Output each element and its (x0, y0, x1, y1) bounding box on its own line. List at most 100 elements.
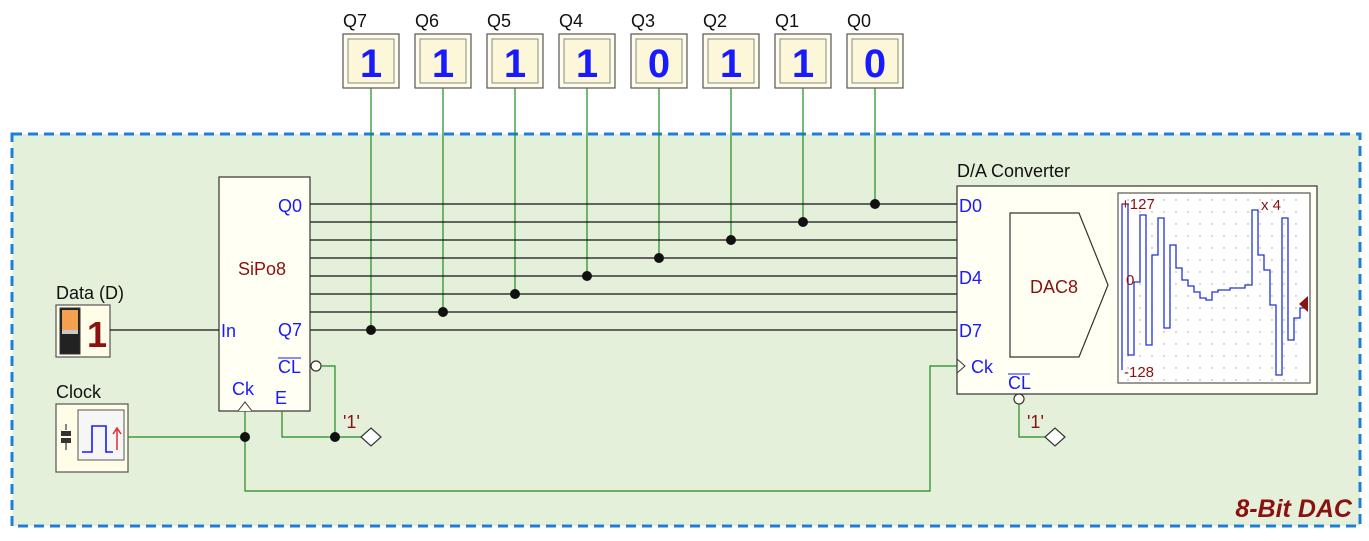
scope-grid-dot (1223, 331, 1225, 333)
circuit-title: 8-Bit DAC (1235, 495, 1353, 523)
scope-grid-dot (1283, 367, 1285, 369)
scope-grid-dot (1151, 247, 1153, 249)
scope-grid-dot (1295, 343, 1297, 345)
scope-grid-dot (1223, 211, 1225, 213)
display-label-q1: Q1 (775, 11, 799, 31)
clock-wave-icon (82, 425, 113, 453)
scope-grid-dot (1223, 199, 1225, 201)
scope-label-scale: x 4 (1261, 197, 1281, 214)
clock-source[interactable] (55, 403, 129, 473)
scope-label-bottom: -128 (1124, 364, 1154, 381)
scope-grid-dot (1163, 199, 1165, 201)
scope-grid-dot (1199, 307, 1201, 309)
display-value-q1: 1 (792, 42, 814, 86)
scope-grid-dot (1235, 319, 1237, 321)
scope-grid-dot (1187, 295, 1189, 297)
scope-grid-dot (1163, 355, 1165, 357)
scope-grid-dot (1175, 379, 1177, 381)
dac-converter[interactable]: D0 D4 D7 Ck CL DAC8 +127 0 -128 x 4 (956, 185, 1318, 405)
scope-grid-dot (1283, 295, 1285, 297)
dac-title: D/A Converter (957, 161, 1070, 181)
scope-grid-dot (1139, 211, 1141, 213)
scope-grid-dot (1295, 235, 1297, 237)
scope-grid-dot (1175, 307, 1177, 309)
scope-grid-dot (1235, 211, 1237, 213)
scope-grid-dot (1235, 343, 1237, 345)
scope-grid-dot (1283, 283, 1285, 285)
display-value-q0: 0 (864, 42, 886, 86)
shift-register[interactable]: SiPo8 Q0 Q7 In CL Ck E (218, 176, 322, 412)
scope-grid-dot (1235, 235, 1237, 237)
scope-grid-dot (1187, 223, 1189, 225)
scope-grid-dot (1283, 199, 1285, 201)
crystal-icon (61, 424, 71, 450)
scope-grid-dot (1235, 247, 1237, 249)
scope-grid-dot (1199, 235, 1201, 237)
scope-grid-dot (1235, 331, 1237, 333)
scope-grid (1127, 199, 1297, 381)
data-input-switch[interactable]: 1 (55, 304, 111, 358)
scope-grid-dot (1259, 247, 1261, 249)
scope-grid-dot (1235, 295, 1237, 297)
scope-grid-dot (1259, 343, 1261, 345)
scope-grid-dot (1223, 271, 1225, 273)
display-q1: 1 (774, 33, 832, 89)
scope-grid-dot (1163, 331, 1165, 333)
scope-grid-dot (1247, 247, 1249, 249)
scope-grid-dot (1223, 247, 1225, 249)
display-label-q4: Q4 (559, 11, 583, 31)
register-control-wires (281, 365, 361, 442)
scope-grid-dot (1235, 307, 1237, 309)
scope-grid-dot (1235, 199, 1237, 201)
scope-grid-dot (1187, 307, 1189, 309)
scope-grid-dot (1223, 379, 1225, 381)
const-one-register-label: '1' (343, 412, 360, 432)
scope-grid-dot (1259, 319, 1261, 321)
scope-grid-dot (1247, 271, 1249, 273)
scope-grid-dot (1259, 211, 1261, 213)
display-label-q3: Q3 (631, 11, 655, 31)
scope-grid-dot (1271, 295, 1273, 297)
clock-wires (128, 365, 957, 492)
junction-dots (366, 199, 880, 335)
scope-grid-dot (1223, 367, 1225, 369)
scope-grid-dot (1283, 355, 1285, 357)
scope-grid-dot (1235, 283, 1237, 285)
scope-grid-dot (1211, 199, 1213, 201)
parallel-bus (310, 203, 957, 331)
scope-grid-dot (1259, 283, 1261, 285)
scope-grid-dot (1139, 319, 1141, 321)
scope-grid-dot (1247, 295, 1249, 297)
display-boxes: 1 1 1 1 0 1 1 0 (342, 33, 904, 89)
data-input-label: Data (D) (56, 283, 124, 303)
pin-q0: Q0 (278, 196, 302, 216)
scope-grid-dot (1247, 379, 1249, 381)
display-wires (370, 88, 876, 330)
scope-grid-dot (1295, 247, 1297, 249)
scope-grid-dot (1151, 199, 1153, 201)
dac-pin-d4: D4 (959, 268, 982, 288)
scope-grid-dot (1259, 379, 1261, 381)
scope-grid-dot (1211, 319, 1213, 321)
scope-grid-dot (1139, 355, 1141, 357)
scope-grid-dot (1163, 379, 1165, 381)
scope-grid-dot (1235, 379, 1237, 381)
scope-grid-dot (1247, 223, 1249, 225)
display-label-q5: Q5 (487, 11, 511, 31)
scope-grid-dot (1295, 319, 1297, 321)
scope-grid-dot (1163, 211, 1165, 213)
scope-grid-dot (1271, 319, 1273, 321)
scope-grid-dot (1199, 367, 1201, 369)
scope-grid-dot (1151, 211, 1153, 213)
scope-grid-dot (1175, 367, 1177, 369)
scope-grid-dot (1211, 247, 1213, 249)
scope-grid-dot (1247, 307, 1249, 309)
scope-grid-dot (1259, 235, 1261, 237)
scope-grid-dot (1139, 343, 1141, 345)
clock-label: Clock (56, 382, 102, 402)
scope-grid-dot (1211, 235, 1213, 237)
scope-grid-dot (1127, 379, 1129, 381)
scope-grid-dot (1259, 331, 1261, 333)
scope-grid-dot (1139, 283, 1141, 285)
scope-grid-dot (1271, 235, 1273, 237)
